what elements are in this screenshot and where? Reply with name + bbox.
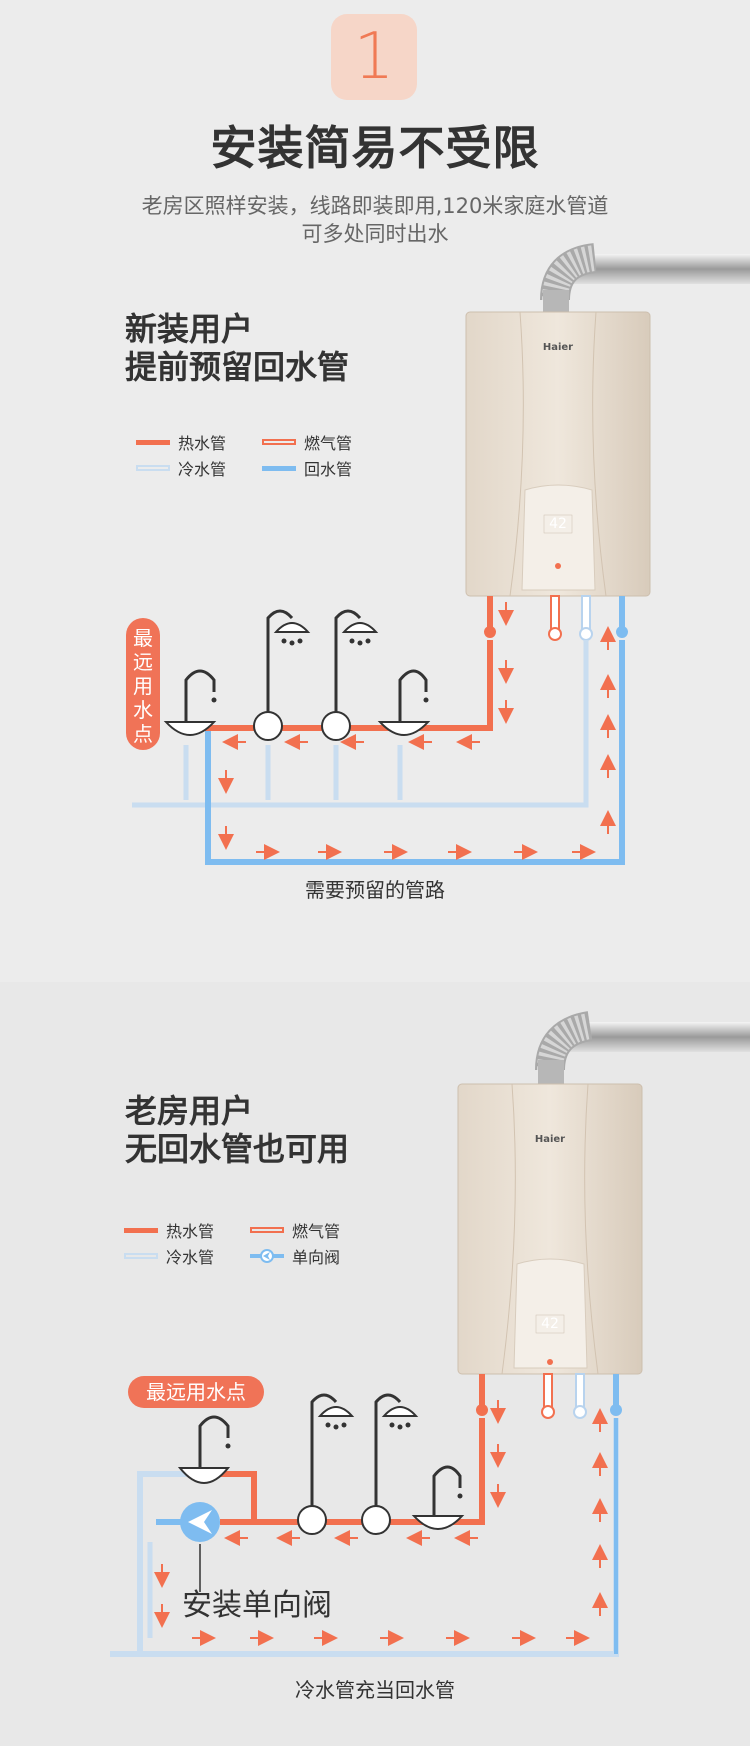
section2-caption: 冷水管充当回水管 [295, 1678, 455, 1702]
legend2-hot-label: 热水管 [166, 1222, 215, 1241]
section2-heading-line-1: 老房用户 [125, 1092, 254, 1130]
legend2-gas-label: 燃气管 [292, 1222, 341, 1241]
section1-heading: 新装用户 提前预留回水管 [125, 310, 349, 386]
legend-cold-swatch [136, 465, 170, 471]
shower-3 [297, 1393, 355, 1535]
cold-water-pipes [132, 640, 589, 808]
legend2-hot: 热水管 [124, 1218, 214, 1242]
shower-2 [321, 609, 379, 741]
legend2-cold-swatch [124, 1253, 158, 1259]
legend2-gas-swatch [250, 1227, 284, 1233]
heater2-display-readout: 42 [541, 1316, 559, 1332]
section-new-users: 1 安装简易不受限 老房区照样安装，线路即装即用,120米家庭水管道 可多处同时… [125, 14, 750, 902]
basin-near-2 [411, 1465, 465, 1530]
legend-return-swatch [262, 465, 296, 471]
farthest-point-tag: 最远用水点 [126, 618, 160, 750]
section2-heading: 老房用户 无回水管也可用 [125, 1092, 349, 1168]
section2-heading-line-2: 无回水管也可用 [125, 1130, 350, 1168]
hot-water-pipe [196, 640, 493, 731]
basin-far [163, 669, 217, 736]
heater2-brand-logo: Haier [535, 1134, 565, 1145]
flow-arrows-2 [154, 1400, 608, 1646]
legend2-cold-label: 冷水管 [166, 1248, 215, 1267]
basin-near [377, 669, 431, 736]
basin-far-2 [177, 1415, 231, 1484]
section-old-users: 老房用户 无回水管也可用 热水管 燃气管 冷水管 单向阀 [0, 982, 750, 1746]
valve-install-label: 安装单向阀 [182, 1588, 332, 1623]
legend-return-label: 回水管 [304, 460, 353, 479]
section1-caption: 需要预留的管路 [305, 878, 445, 902]
farthest-point-tag-2: 最远用水点 [128, 1376, 264, 1408]
legend-hot: 热水管 [136, 430, 226, 454]
shower-4 [361, 1393, 419, 1535]
exhaust-pipe [540, 243, 750, 312]
legend2-gas: 燃气管 [250, 1218, 340, 1242]
heater-power-dot [555, 563, 561, 569]
step-number-badge: 1 [331, 14, 417, 100]
legend-gas: 燃气管 [262, 430, 352, 454]
heater2-power-dot [547, 1359, 553, 1365]
shower-1 [253, 609, 311, 741]
water-heater: Haier 42 [465, 311, 651, 597]
legend2-valve-swatch [250, 1249, 284, 1263]
hot-water-pipe-2 [220, 1418, 485, 1525]
legend2-valve: 单向阀 [250, 1244, 340, 1268]
flow-arrows [218, 602, 616, 860]
section1-heading-line-1: 新装用户 [125, 310, 254, 348]
legend-gas-label: 燃气管 [304, 434, 353, 453]
legend2-valve-label: 单向阀 [292, 1248, 341, 1267]
legend-gas-swatch [262, 439, 296, 445]
legend2-cold: 冷水管 [124, 1244, 214, 1268]
exhaust-pipe-2 [535, 1011, 750, 1084]
legend-hot-swatch [136, 439, 170, 445]
legend-cold: 冷水管 [136, 456, 226, 480]
return-water-pipe [205, 640, 625, 865]
legend-cold-label: 冷水管 [178, 460, 227, 479]
section2-piping-diagram: Haier 42 [110, 1011, 750, 1657]
check-valve-icon [180, 1502, 220, 1542]
legend2-hot-swatch [124, 1227, 158, 1233]
heater-display-readout: 42 [549, 516, 567, 532]
subtitle-line-1: 老房区照样安装，线路即装即用,120米家庭水管道 [141, 194, 609, 218]
page-title: 安装简易不受限 [210, 121, 540, 175]
heater-brand-logo: Haier [543, 342, 573, 353]
legend-return: 回水管 [262, 456, 352, 480]
section1-heading-line-2: 提前预留回水管 [125, 348, 350, 386]
subtitle-line-2: 可多处同时出水 [301, 222, 449, 246]
water-heater-2: Haier 42 [457, 1083, 643, 1375]
section1-piping-diagram: Haier 42 [132, 243, 750, 865]
legend-hot-label: 热水管 [178, 434, 227, 453]
